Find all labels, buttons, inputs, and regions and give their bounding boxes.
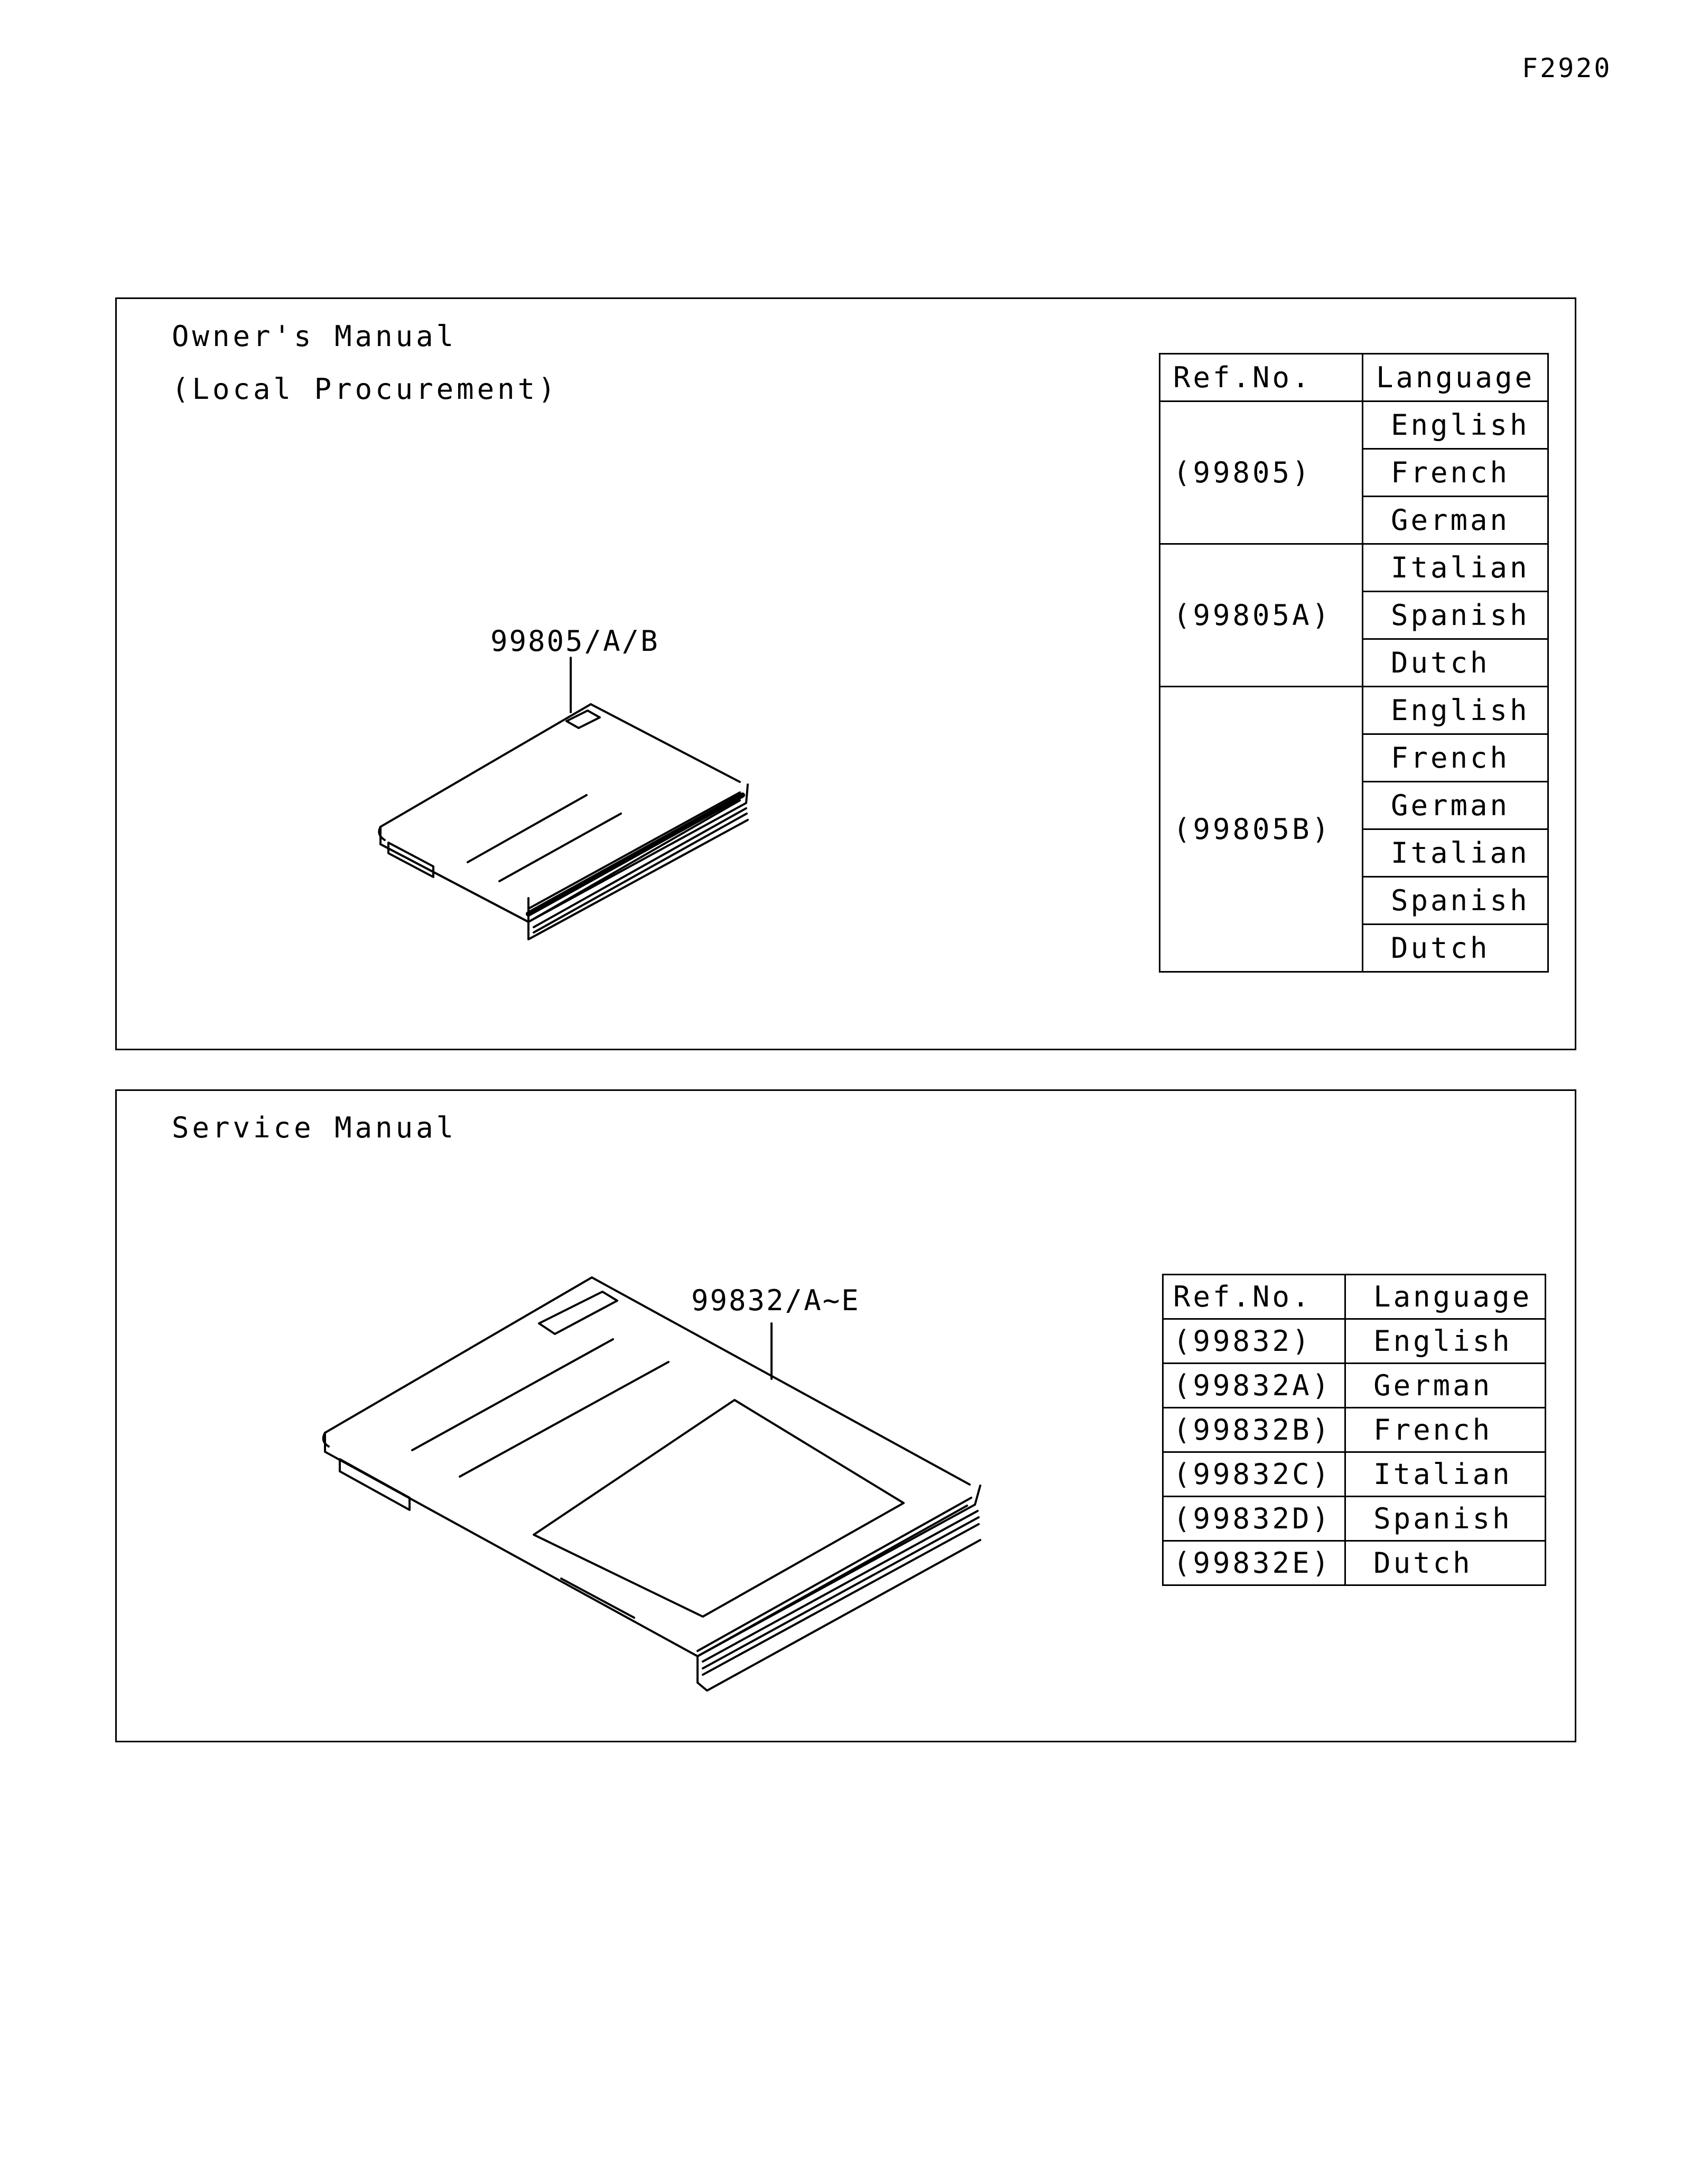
language-cell: French [1361,733,1549,782]
table-row: (99805) English [1159,400,1549,545]
header-ref-no: Ref.No. [1162,1274,1346,1320]
figure-id: F2920 [1522,53,1612,83]
language-cell: Italian [1344,1451,1547,1497]
language-cell: Dutch [1344,1540,1547,1586]
service-manual-callout: 99832/A~E [691,1284,860,1317]
ref-cell: (99832) [1162,1318,1346,1364]
table-row: Dutch [1160,638,1549,687]
ref-cell: (99832B) [1162,1407,1346,1453]
language-cell: Spanish [1361,591,1549,640]
table-row: (99805B) English [1159,686,1549,973]
ref-cell: (99832C) [1162,1451,1346,1497]
table-header-row: Ref.No. Language [1162,1274,1547,1320]
language-cell: Spanish [1344,1496,1547,1542]
table-row: German [1160,781,1549,830]
ref-cell: (99805) [1159,400,1363,545]
table-row: Dutch [1160,923,1549,973]
owners-manual-language-table: Ref.No. Language (99805) English French … [1159,353,1549,973]
table-row: French [1160,733,1549,782]
language-cell: Italian [1361,543,1549,592]
table-row: (99832B) French [1162,1407,1547,1453]
table-row: (99832D) Spanish [1162,1496,1547,1542]
language-cell: English [1361,686,1549,735]
language-cell: French [1344,1407,1547,1453]
service-manual-panel [115,1089,1576,1742]
ref-cell: (99805B) [1159,686,1363,973]
header-ref-no: Ref.No. [1159,353,1363,402]
header-language: Language [1361,353,1549,402]
language-cell: French [1361,448,1549,497]
language-cell: German [1361,496,1549,545]
language-cell: English [1344,1318,1547,1364]
ref-cell: (99832D) [1162,1496,1346,1542]
language-cell: Dutch [1361,923,1549,973]
table-row: (99832E) Dutch [1162,1540,1547,1586]
language-cell: Italian [1361,828,1549,878]
table-row: (99805A) Italian [1159,543,1549,687]
owners-manual-subtitle: (Local Procurement) [172,372,559,406]
table-row: German [1160,496,1549,545]
table-row: Spanish [1160,876,1549,925]
ref-cell: (99832E) [1162,1540,1346,1586]
language-cell: German [1344,1362,1547,1408]
ref-cell: (99832A) [1162,1362,1346,1408]
language-cell: German [1361,781,1549,830]
table-row: (99832A) German [1162,1362,1547,1408]
owners-manual-callout: 99805/A/B [490,624,659,658]
ref-cell: (99805A) [1159,543,1363,687]
service-manual-title: Service Manual [172,1111,457,1144]
table-row: French [1160,448,1549,497]
language-cell: English [1361,400,1549,450]
table-row: Spanish [1160,591,1549,640]
service-manual-language-table: Ref.No. Language (99832) English (99832A… [1162,1274,1547,1586]
language-cell: Spanish [1361,876,1549,925]
owners-manual-title: Owner's Manual [172,320,457,353]
table-row: Italian [1160,828,1549,878]
table-row: (99832) English [1162,1318,1547,1364]
language-cell: Dutch [1361,638,1549,687]
header-language: Language [1344,1274,1547,1320]
table-header-row: Ref.No. Language [1159,353,1549,402]
table-row: (99832C) Italian [1162,1451,1547,1497]
owners-manual-panel [115,297,1576,1050]
